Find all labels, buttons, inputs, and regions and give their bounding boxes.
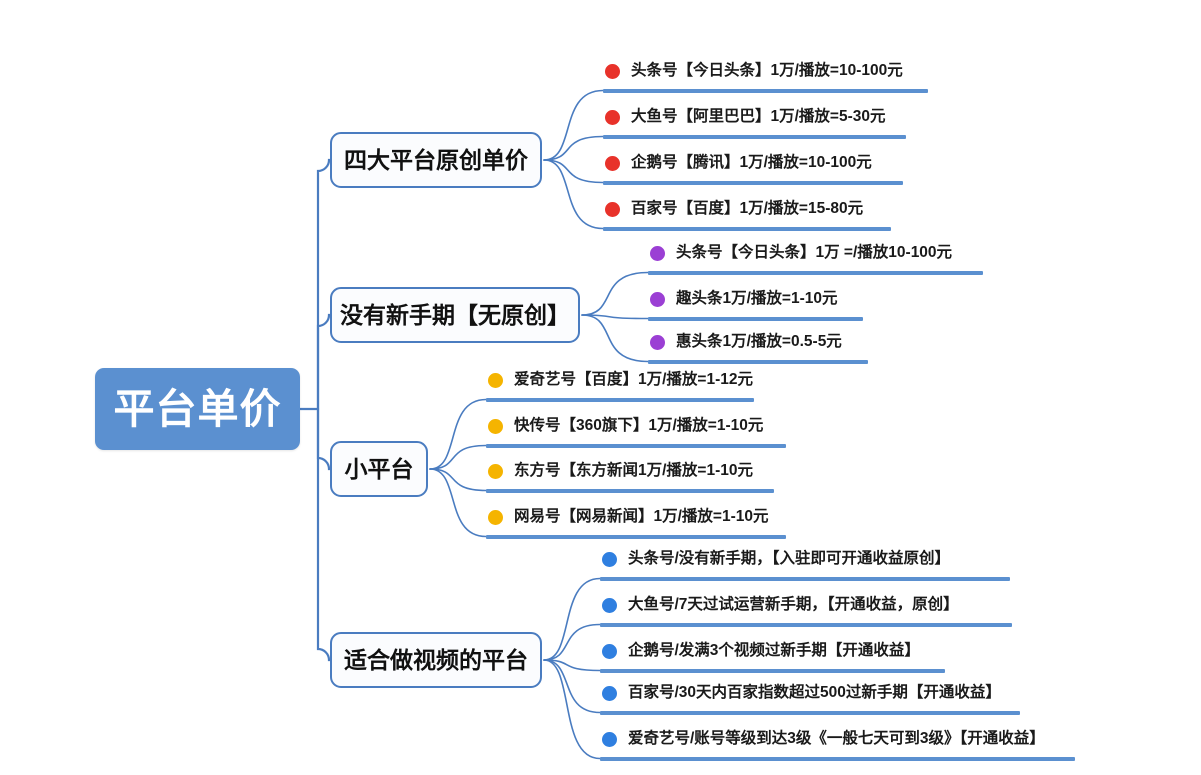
bullet-icon	[605, 63, 620, 79]
branch-node-4-label: 适合做视频的平台	[344, 646, 528, 673]
leaf-node[interactable]: 企鹅号/发满3个视频过新手期【开通收益】	[600, 639, 945, 673]
leaf-node[interactable]: 大鱼号/7天过试运营新手期，【开通收益，原创】	[600, 593, 1012, 627]
leaf-node[interactable]: 惠头条1万/播放=0.5-5元	[648, 330, 868, 364]
leaf-label: 企鹅号/发满3个视频过新手期【开通收益】	[628, 642, 920, 660]
leaf-row: 百家号【百度】1万/播放=15-80元	[603, 197, 891, 221]
leaf-row: 爱奇艺号/账号等级到达3级《一般七天可到3级》【开通收益】	[600, 727, 1075, 751]
bullet-icon	[605, 155, 620, 171]
leaf-node[interactable]: 爱奇艺号【百度】1万/播放=1-12元	[486, 368, 754, 402]
leaf-label: 东方号【东方新闻1万/播放=1-10元	[514, 462, 754, 480]
leaf-underline	[600, 577, 1010, 581]
root-node[interactable]: 平台单价	[95, 368, 300, 450]
leaf-underline	[600, 623, 1012, 627]
leaf-label: 百家号/30天内百家指数超过500过新手期【开通收益】	[628, 684, 1001, 702]
bullet-icon	[602, 731, 617, 747]
leaf-label: 网易号【网易新闻】1万/播放=1-10元	[514, 508, 769, 526]
bullet-icon	[602, 685, 617, 701]
leaf-label: 百家号【百度】1万/播放=15-80元	[631, 200, 864, 218]
leaf-label: 头条号/没有新手期，【入驻即可开通收益原创】	[628, 550, 951, 568]
leaf-row: 趣头条1万/播放=1-10元	[648, 287, 863, 311]
leaf-underline	[648, 317, 863, 321]
leaf-underline	[600, 757, 1075, 761]
root-node-label: 平台单价	[113, 385, 282, 432]
leaf-underline	[486, 444, 786, 448]
branch-node-3[interactable]: 小平台	[330, 441, 428, 497]
leaf-underline	[603, 89, 928, 93]
leaf-underline	[648, 271, 983, 275]
bullet-icon	[488, 509, 503, 525]
branch-node-4[interactable]: 适合做视频的平台	[330, 632, 542, 688]
leaf-label: 爱奇艺号【百度】1万/播放=1-12元	[514, 371, 754, 389]
bullet-icon	[488, 418, 503, 434]
leaf-label: 大鱼号/7天过试运营新手期，【开通收益，原创】	[628, 596, 959, 614]
leaf-label: 快传号【360旗下】1万/播放=1-10元	[514, 417, 764, 435]
leaf-node[interactable]: 快传号【360旗下】1万/播放=1-10元	[486, 414, 786, 448]
leaf-label: 头条号【今日头条】1万/播放=10-100元	[631, 62, 903, 80]
leaf-label: 大鱼号【阿里巴巴】1万/播放=5-30元	[631, 108, 886, 126]
leaf-label: 趣头条1万/播放=1-10元	[676, 290, 838, 308]
leaf-underline	[648, 360, 868, 364]
leaf-row: 东方号【东方新闻1万/播放=1-10元	[486, 459, 774, 483]
leaf-label: 头条号【今日头条】1万 =/播放10-100元	[676, 244, 953, 262]
leaf-node[interactable]: 百家号【百度】1万/播放=15-80元	[603, 197, 891, 231]
leaf-underline	[600, 711, 1020, 715]
leaf-node[interactable]: 爱奇艺号/账号等级到达3级《一般七天可到3级》【开通收益】	[600, 727, 1075, 761]
bullet-icon	[650, 291, 665, 307]
leaf-node[interactable]: 大鱼号【阿里巴巴】1万/播放=5-30元	[603, 105, 906, 139]
bullet-icon	[602, 643, 617, 659]
branch-node-1-label: 四大平台原创单价	[344, 146, 528, 173]
leaf-row: 快传号【360旗下】1万/播放=1-10元	[486, 414, 786, 438]
leaf-underline	[603, 181, 903, 185]
leaf-label: 企鹅号【腾讯】1万/播放=10-100元	[631, 154, 872, 172]
leaf-row: 头条号【今日头条】1万/播放=10-100元	[603, 59, 928, 83]
bullet-icon	[602, 597, 617, 613]
leaf-row: 头条号/没有新手期，【入驻即可开通收益原创】	[600, 547, 1010, 571]
leaf-row: 惠头条1万/播放=0.5-5元	[648, 330, 868, 354]
leaf-underline	[486, 398, 754, 402]
leaf-node[interactable]: 企鹅号【腾讯】1万/播放=10-100元	[603, 151, 903, 185]
leaf-node[interactable]: 百家号/30天内百家指数超过500过新手期【开通收益】	[600, 681, 1020, 715]
leaf-row: 头条号【今日头条】1万 =/播放10-100元	[648, 241, 983, 265]
bullet-icon	[650, 334, 665, 350]
leaf-node[interactable]: 头条号/没有新手期，【入驻即可开通收益原创】	[600, 547, 1010, 581]
bullet-icon	[488, 372, 503, 388]
leaf-label: 惠头条1万/播放=0.5-5元	[676, 333, 842, 351]
leaf-row: 网易号【网易新闻】1万/播放=1-10元	[486, 505, 786, 529]
leaf-row: 大鱼号/7天过试运营新手期，【开通收益，原创】	[600, 593, 1012, 617]
branch-node-3-label: 小平台	[344, 455, 414, 482]
leaf-node[interactable]: 头条号【今日头条】1万/播放=10-100元	[603, 59, 928, 93]
leaf-label: 爱奇艺号/账号等级到达3级《一般七天可到3级》【开通收益】	[628, 730, 1045, 748]
leaf-node[interactable]: 网易号【网易新闻】1万/播放=1-10元	[486, 505, 786, 539]
leaf-row: 大鱼号【阿里巴巴】1万/播放=5-30元	[603, 105, 906, 129]
bullet-icon	[488, 463, 503, 479]
branch-node-2[interactable]: 没有新手期【无原创】	[330, 287, 580, 343]
leaf-node[interactable]: 东方号【东方新闻1万/播放=1-10元	[486, 459, 774, 493]
leaf-row: 百家号/30天内百家指数超过500过新手期【开通收益】	[600, 681, 1020, 705]
leaf-node[interactable]: 头条号【今日头条】1万 =/播放10-100元	[648, 241, 983, 275]
branch-node-1[interactable]: 四大平台原创单价	[330, 132, 542, 188]
leaf-underline	[603, 135, 906, 139]
bullet-icon	[605, 201, 620, 217]
bullet-icon	[605, 109, 620, 125]
leaf-underline	[486, 489, 774, 493]
leaf-node[interactable]: 趣头条1万/播放=1-10元	[648, 287, 863, 321]
branch-node-2-label: 没有新手期【无原创】	[340, 301, 570, 328]
leaf-underline	[486, 535, 786, 539]
leaf-row: 企鹅号/发满3个视频过新手期【开通收益】	[600, 639, 945, 663]
leaf-underline	[600, 669, 945, 673]
leaf-row: 爱奇艺号【百度】1万/播放=1-12元	[486, 368, 754, 392]
leaf-row: 企鹅号【腾讯】1万/播放=10-100元	[603, 151, 903, 175]
leaf-underline	[603, 227, 891, 231]
bullet-icon	[602, 551, 617, 567]
bullet-icon	[650, 245, 665, 261]
